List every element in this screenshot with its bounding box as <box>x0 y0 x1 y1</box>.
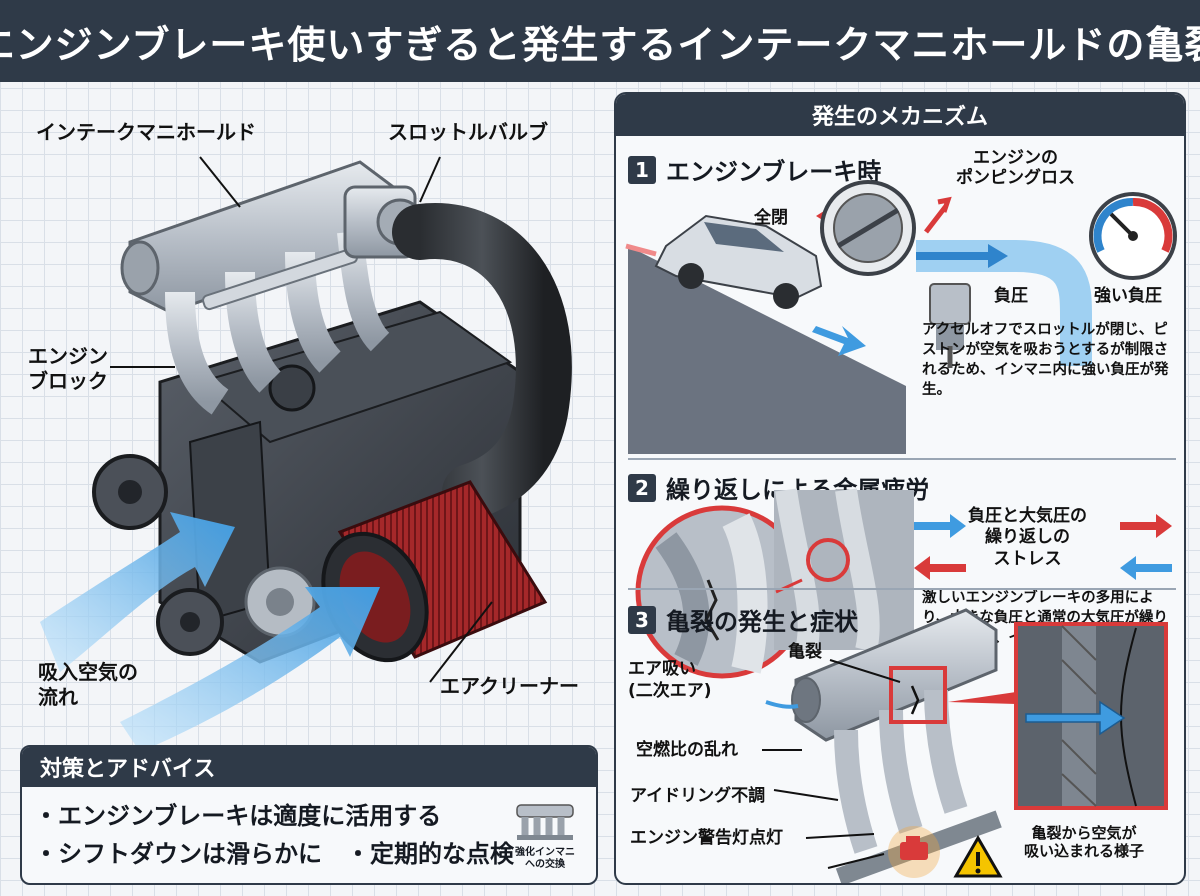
intake-manifold-icon <box>516 804 574 840</box>
pulley-system <box>92 454 316 656</box>
tip-item: ・シフトダウンは滑らかに ・定期的な点検 <box>34 840 514 868</box>
throttle-plate-icon <box>820 180 916 276</box>
pressure-arrows <box>914 514 1172 580</box>
tip-item: ・エンジンブレーキは適度に活用する <box>34 802 442 830</box>
step-number: 3 <box>628 605 656 634</box>
air-flow-arrow-1 <box>40 512 235 672</box>
mechanism-panel: 発生のメカニズム 1 エンジンブレーキ時 <box>614 92 1186 885</box>
step-3-diagram <box>762 608 1168 883</box>
step-1-description: アクセルオフでスロットルが閉じ、ピストンが空気を吸おうとするが制限されるため、イ… <box>922 322 1169 398</box>
crack-airflow-closeup <box>1014 622 1168 810</box>
engine-illustration: インテークマニホールド スロットルバルブ エンジン ブロック 吸入空気の 流れ … <box>0 82 610 752</box>
label-crack: 亀裂 <box>788 642 822 662</box>
manifold-runner-closeup <box>774 488 914 653</box>
label-strong-negative: 強い負圧 <box>1094 286 1162 306</box>
step-3-leader-lines <box>762 659 901 869</box>
callout-lines <box>110 156 493 683</box>
label-engine-block: エンジン ブロック <box>28 344 108 393</box>
warning-icon <box>953 835 1003 878</box>
divider <box>628 458 1176 460</box>
tips-box: 対策とアドバイス ・エンジンブレーキは適度に活用する ・シフトダウンは滑らかに … <box>20 745 598 885</box>
step-2-diagram <box>635 488 1172 679</box>
label-negative-pressure: 負圧 <box>994 286 1028 306</box>
mechanism-heading: 発生のメカニズム <box>616 94 1184 136</box>
label-afr: 空燃比の乱れ <box>636 740 738 760</box>
step-title-text: 亀裂の発生と症状 <box>666 608 858 636</box>
label-throttle-valve: スロットルバルブ <box>388 120 548 144</box>
step-3-title: 3 亀裂の発生と症状 <box>628 602 858 637</box>
air-flow-arrow-2 <box>120 587 380 752</box>
step-1-diagram <box>625 180 1177 454</box>
label-air-cleaner: エアクリーナー <box>440 674 579 698</box>
label-air-leak: エア吸い (二次エア) <box>628 659 712 702</box>
piston-icon <box>929 283 971 368</box>
page-title: エンジンブレーキ使いすぎると発生するインテークマニホールドの亀裂 <box>0 22 1200 67</box>
check-engine-icon <box>888 826 940 878</box>
intake-hose <box>392 203 572 520</box>
mini-caption: 強化インマニ への交換 <box>515 847 575 870</box>
step-number: 2 <box>628 473 656 502</box>
step-number: 1 <box>628 155 656 184</box>
label-intake-manifold: インテークマニホールド <box>36 120 256 144</box>
label-stress: 負圧と大気圧の 繰り返しの ストレス <box>968 506 1087 569</box>
label-warning: エンジン警告灯点灯 <box>630 828 783 848</box>
tips-heading: 対策とアドバイス <box>22 747 596 787</box>
step-1-title: 1 エンジンブレーキ時 <box>628 152 881 187</box>
step-title-text: エンジンブレーキ時 <box>666 158 882 186</box>
label-intake-air-flow: 吸入空気の 流れ <box>38 660 138 709</box>
title-bar: エンジンブレーキ使いすぎると発生するインテークマニホールドの亀裂 <box>0 0 1200 82</box>
step-1: 1 エンジンブレーキ時 <box>616 136 1184 454</box>
tips-list: ・エンジンブレーキは適度に活用する ・シフトダウンは滑らかに ・定期的な点検 <box>22 787 596 873</box>
label-closed: 全閉 <box>754 208 788 228</box>
crack-closeup <box>635 505 809 679</box>
divider <box>628 588 1176 590</box>
car-icon <box>654 214 823 309</box>
label-pumping-loss: エンジンの ポンピングロス <box>956 148 1075 189</box>
pressure-gauge-icon <box>1089 192 1177 280</box>
label-caption: 亀裂から空気が 吸い込まれる様子 <box>1024 824 1145 860</box>
step-3: 3 亀裂の発生と症状 <box>616 590 1184 883</box>
reinforced-manifold-badge: 強化インマニ への交換 <box>508 799 582 871</box>
engine-diagram <box>40 156 572 752</box>
label-idle: アイドリング不調 <box>630 786 766 806</box>
manifold-with-crack <box>765 608 1002 883</box>
